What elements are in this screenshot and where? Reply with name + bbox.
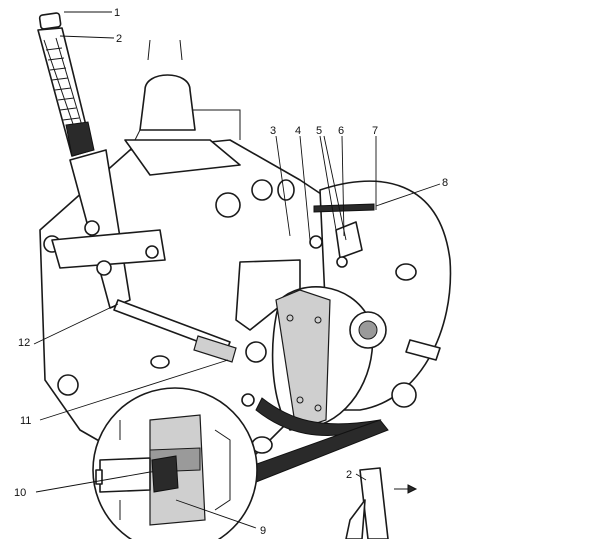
- detail-inset: [92, 387, 258, 539]
- linkage-rod: [113, 259, 301, 363]
- callout-label: 10: [14, 487, 26, 499]
- callout-label: 9: [260, 525, 266, 537]
- callout-label: 3: [270, 125, 276, 137]
- secondary-detail: [345, 467, 418, 539]
- brake-drum-assembly: [271, 180, 452, 431]
- callout-label: 6: [338, 125, 344, 137]
- callout-label: 5: [316, 125, 322, 137]
- leader-lines: [33, 11, 441, 529]
- callout-labels: 1 2 3 4 5 6 7 8 9 10 11 12 2: [14, 7, 448, 537]
- gear-lever-boot: [124, 39, 241, 176]
- callout-label: 4: [295, 125, 301, 137]
- callout-label: 1: [114, 7, 120, 19]
- callout-label: 12: [18, 337, 30, 349]
- brake-lever-assembly: [37, 12, 166, 309]
- callout-label: 2: [346, 469, 352, 481]
- callout-label: 11: [20, 415, 31, 427]
- direction-arrow-icon: [407, 484, 418, 494]
- callout-label: 2: [116, 33, 122, 45]
- callout-label: 7: [372, 125, 378, 137]
- callout-label: 8: [442, 177, 448, 189]
- brake-lining: [239, 397, 389, 487]
